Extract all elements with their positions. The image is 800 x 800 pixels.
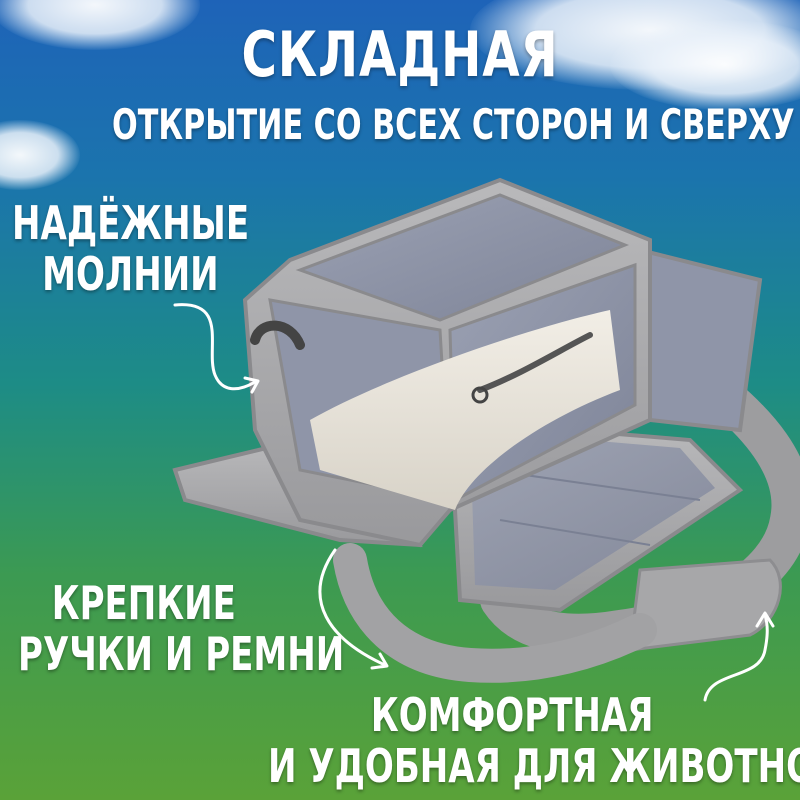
right-flap [637,247,763,433]
feature-label-line: И УДОБНАЯ ДЛЯ ЖИВОТНОГО [268,738,800,793]
feature-label-handles: КРЕПКИЕ РУЧКИ И РЕМНИ [18,576,345,681]
page-subtitle: ОТКРЫТИЕ СО ВСЕХ СТОРОН И СВЕРХУ [112,100,795,149]
curved-arrow-icon [173,303,257,391]
feature-label-zippers: НАДЁЖНЫЕ МОЛНИИ [12,198,249,299]
feature-label-line: МОЛНИИ [42,246,219,301]
strap-pad [628,558,782,652]
feature-label-line: РУЧКИ И РЕМНИ [18,626,345,681]
front-strap [333,543,657,683]
feature-label-line: НАДЁЖНЫЕ [12,196,250,250]
top-mesh-window [295,193,630,322]
feature-label-line: КОМФОРТНАЯ [370,688,654,742]
curved-arrow-icon [703,613,769,702]
cloud-top-right-2 [610,20,800,110]
feature-label-line: КРЕПКИЕ [51,576,236,630]
side-handle [250,320,305,350]
inner-leash [477,332,593,393]
page-title: СКЛАДНАЯ [241,18,559,91]
feature-label-comfort: КОМФОРТНАЯ И УДОБНАЯ ДЛЯ ЖИВОТНОГО [268,688,800,793]
curved-arrow-icon [318,548,387,667]
